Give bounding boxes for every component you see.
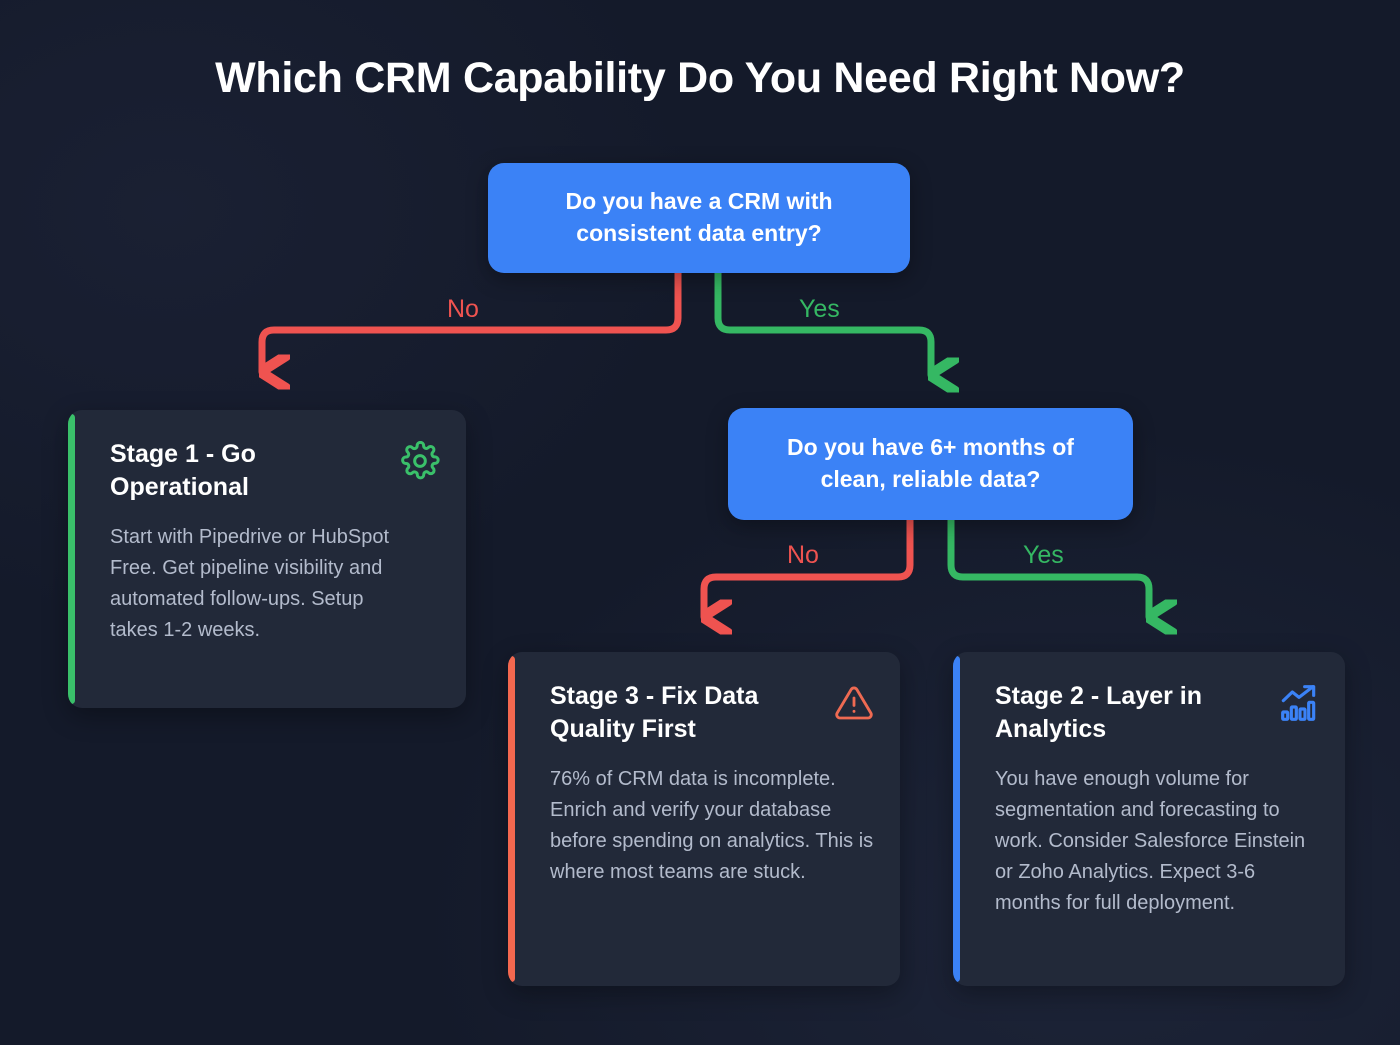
outcome-card-stage1[interactable]: Stage 1 - Go Operational Start with Pipe… bbox=[68, 410, 466, 708]
bar-chart-trend-icon bbox=[1279, 683, 1319, 723]
card-description-stage3: 76% of CRM data is incomplete. Enrich an… bbox=[550, 767, 874, 883]
card-title-stage1: Stage 1 - Go Operational bbox=[110, 440, 256, 502]
card-accent-bar bbox=[68, 414, 75, 704]
decision-node-q2-text: Do you have 6+ months of clean, reliable… bbox=[787, 434, 1074, 492]
card-description-stage1: Start with Pipedrive or HubSpot Free. Ge… bbox=[110, 525, 390, 641]
card-title-stage2: Stage 2 - Layer in Analytics bbox=[995, 682, 1203, 744]
decision-node-q1-text: Do you have a CRM with consistent data e… bbox=[565, 188, 833, 246]
edge-label-q2-yes: Yes bbox=[1023, 541, 1064, 569]
page-title: Which CRM Capability Do You Need Right N… bbox=[215, 54, 1185, 102]
card-title-stage3: Stage 3 - Fix Data Quality First bbox=[550, 682, 759, 744]
card-accent-bar bbox=[953, 656, 960, 982]
edge-label-q2-no: No bbox=[787, 541, 819, 569]
outcome-card-stage3[interactable]: Stage 3 - Fix Data Quality First 76% of … bbox=[508, 652, 900, 986]
warning-triangle-icon bbox=[834, 683, 874, 723]
decision-node-crm-consistency[interactable]: Do you have a CRM with consistent data e… bbox=[488, 163, 910, 273]
gear-icon bbox=[400, 440, 440, 481]
decision-node-data-age[interactable]: Do you have 6+ months of clean, reliable… bbox=[728, 408, 1133, 520]
edge-label-q1-no: No bbox=[447, 295, 479, 323]
edge-q1-yes bbox=[714, 269, 931, 375]
outcome-card-stage2[interactable]: Stage 2 - Layer in Analytics You have en… bbox=[953, 652, 1345, 986]
card-description-stage2: You have enough volume for segmentation … bbox=[995, 767, 1306, 914]
card-accent-bar bbox=[508, 656, 515, 982]
edge-label-q1-yes: Yes bbox=[799, 295, 840, 323]
